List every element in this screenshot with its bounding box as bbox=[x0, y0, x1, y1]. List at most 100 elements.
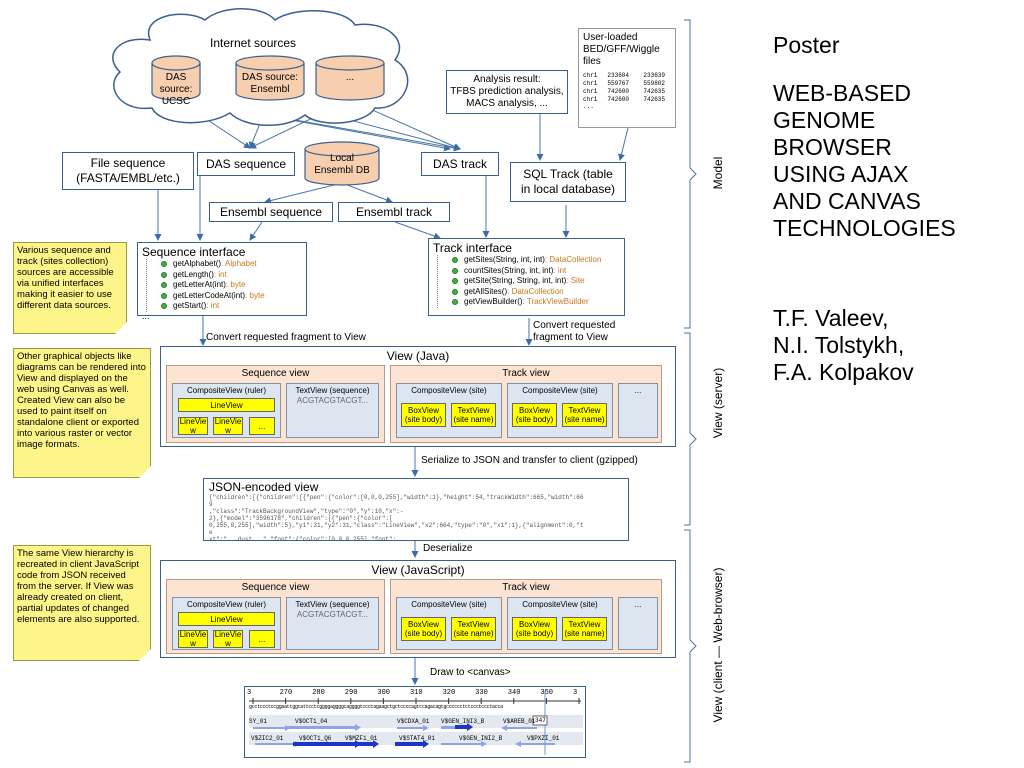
site-label[interactable]: V$GEN_INI3_B bbox=[441, 718, 485, 725]
site-label[interactable]: SY_01 bbox=[249, 718, 268, 725]
site-label[interactable]: V$OCT1_04 bbox=[295, 718, 328, 725]
sequence-letters: gcctccctccggaattggcattcctcggggaggggcaggg… bbox=[249, 704, 503, 710]
js-sequence-view-panel: Sequence view CompositeView (ruler) Line… bbox=[166, 579, 385, 654]
method-name: countSites(String, int, int) bbox=[464, 265, 554, 275]
js-track-view-title: Track view bbox=[502, 582, 550, 593]
composite-view-site-1: CompositeView (site) BoxView (site body)… bbox=[396, 383, 502, 438]
js-textview-sequence-label: TextView (sequence) bbox=[295, 600, 370, 609]
interface-method: getSites(String, int, int) : DataCollect… bbox=[452, 255, 620, 266]
track-row-1-bg bbox=[249, 715, 583, 728]
js-composite-view-site-2: CompositeView (site) BoxView (site body)… bbox=[507, 597, 613, 650]
method-name: getLetterCodeAt(int) bbox=[173, 290, 246, 300]
method-type: : byte bbox=[225, 280, 246, 289]
json-title: JSON-encoded view bbox=[209, 480, 319, 494]
track-interface-title: Track interface bbox=[433, 241, 512, 255]
site-label[interactable]: V$ZIC2_01 bbox=[251, 735, 284, 742]
track-row-2: V$ZIC2_01 V$OCT1_Q6 V$MZF1_01 V$STAT4_01 V$G… bbox=[245, 735, 585, 743]
das-sequence-box: DAS sequence bbox=[197, 152, 295, 176]
site-label[interactable]: V$OCT1_Q6 bbox=[299, 735, 332, 742]
method-type: : DataCollection bbox=[544, 255, 602, 264]
convert-seq-label: Convert requested fragment to View bbox=[206, 332, 366, 343]
user-file-cell: chr1 bbox=[583, 80, 598, 87]
section-view-client: View (client — Web-browser) bbox=[711, 567, 725, 723]
js-composite-view-site-1: CompositeView (site) BoxView (site body)… bbox=[396, 597, 502, 650]
analysis-result-box: Analysis result: TFBS prediction analysi… bbox=[446, 70, 568, 114]
json-line: xt":"...dust...","font":{"color":[0,0,0,… bbox=[209, 536, 397, 541]
site-label[interactable]: V$GEN_INI2_B bbox=[459, 735, 503, 742]
method-type: : int bbox=[206, 301, 220, 310]
js-textview-site-2: TextView (site name) bbox=[562, 617, 607, 641]
textview-sequence-text: ACGTACGTACGT... bbox=[296, 396, 369, 405]
ruler-line bbox=[249, 698, 581, 704]
sequence-view-panel: Sequence view CompositeView (ruler) Line… bbox=[166, 365, 385, 443]
deserialize-label: Deserialize bbox=[420, 543, 476, 554]
method-icon bbox=[161, 282, 167, 289]
js-textview-sequence: TextView (sequence) ACGTACGTACGT... bbox=[286, 597, 379, 650]
js-textview-site-1: TextView (site name) bbox=[451, 617, 496, 641]
ruler-tick-label: 3 bbox=[573, 689, 578, 697]
method-icon bbox=[452, 278, 458, 285]
site-label[interactable]: V$MZF1_01 bbox=[345, 735, 378, 742]
json-line: 2},{"model":"3596178","children":[{"pen"… bbox=[209, 515, 393, 522]
method-name: getLength() bbox=[173, 269, 214, 279]
json-line: e bbox=[209, 529, 213, 536]
method-type: : Site bbox=[566, 276, 585, 285]
view-javascript: View (JavaScript) Sequence view Composit… bbox=[160, 560, 676, 658]
interface-method: getAllSites() : DataCollection bbox=[452, 287, 620, 298]
js-composite-view-site-2-label: CompositeView (site) bbox=[522, 600, 598, 609]
user-file-cell: chr1 bbox=[583, 72, 598, 79]
composite-view-more: ... bbox=[618, 383, 658, 438]
lineview-more: ... bbox=[249, 417, 275, 435]
das-source-ensembl: DAS source: Ensembl bbox=[241, 72, 299, 95]
note-graphics: Other graphical objects like diagrams ca… bbox=[13, 348, 151, 478]
site-label[interactable]: V$AREB_01 bbox=[503, 718, 536, 725]
textview-site-2: TextView (site name) bbox=[562, 403, 607, 427]
track-interface: Track interface getSites(String, int, in… bbox=[428, 238, 625, 316]
draw-label: Draw to <canvas> bbox=[430, 667, 511, 678]
json-line: 9 bbox=[209, 501, 213, 508]
sequence-interface: Sequence interface getAlphabet() : Alpha… bbox=[137, 242, 307, 320]
method-type: : int bbox=[553, 265, 567, 275]
ruler-tick-label: 310 bbox=[410, 689, 423, 697]
lineview-small-1: LineVie w bbox=[178, 417, 208, 435]
user-file-cell: 559767 bbox=[607, 80, 630, 87]
site-label[interactable]: V$STAT4_01 bbox=[399, 735, 436, 742]
js-sequence-view-title: Sequence view bbox=[241, 582, 310, 593]
method-type: : byte bbox=[245, 290, 265, 300]
user-file-cell: 742600 bbox=[607, 88, 630, 95]
note-javascript: The same View hierarchy is recreated in … bbox=[13, 545, 151, 661]
site-label[interactable]: V$PXZI_01 bbox=[527, 735, 560, 742]
js-boxview-2: BoxView (site body) bbox=[512, 617, 557, 641]
ruler-tick-label: 340 bbox=[507, 689, 521, 697]
note-sources: Various sequence and track (sites collec… bbox=[13, 242, 127, 334]
user-file-cell: 233639 bbox=[643, 72, 666, 79]
interface-method: getLength() : int bbox=[161, 270, 302, 281]
method-name: getAlphabet() bbox=[173, 259, 222, 268]
file-sequence-box: File sequence (FASTA/EMBL/etc.) bbox=[62, 152, 194, 190]
boxview-1: BoxView (site body) bbox=[401, 403, 446, 427]
sequence-view-title: Sequence view bbox=[241, 368, 310, 379]
site-label[interactable]: V$CDXA_01 bbox=[397, 718, 430, 725]
method-type: : Alphabet bbox=[221, 259, 257, 268]
interface-method: getLetterAt(int) : byte bbox=[161, 280, 302, 291]
json-line: 0,255,0,255],"width":5},"y1":31,"y2":31,… bbox=[209, 522, 584, 529]
ruler-tick-label: 3 bbox=[247, 689, 252, 697]
js-composite-view-more-label: ... bbox=[634, 600, 642, 609]
method-icon bbox=[161, 261, 167, 268]
lineview-small-2: LineVie w bbox=[213, 417, 243, 435]
ruler-tick-label: 320 bbox=[442, 689, 456, 697]
method-name: getViewBuilder() bbox=[464, 297, 523, 306]
track-sites bbox=[253, 691, 555, 755]
js-composite-view-ruler: CompositeView (ruler) LineView LineVie w… bbox=[172, 597, 281, 650]
js-lineview-more: ... bbox=[249, 630, 275, 648]
json-encoded-view: JSON-encoded view {"children":[{"childre… bbox=[203, 478, 629, 541]
method-icon bbox=[452, 299, 458, 306]
method-type: : DataCollection bbox=[507, 286, 564, 296]
ensembl-track-box: Ensembl track bbox=[338, 202, 450, 222]
interface-method: getViewBuilder() : TrackViewBuilder bbox=[452, 297, 620, 308]
composite-view-ruler-label: CompositeView (ruler) bbox=[187, 386, 266, 395]
